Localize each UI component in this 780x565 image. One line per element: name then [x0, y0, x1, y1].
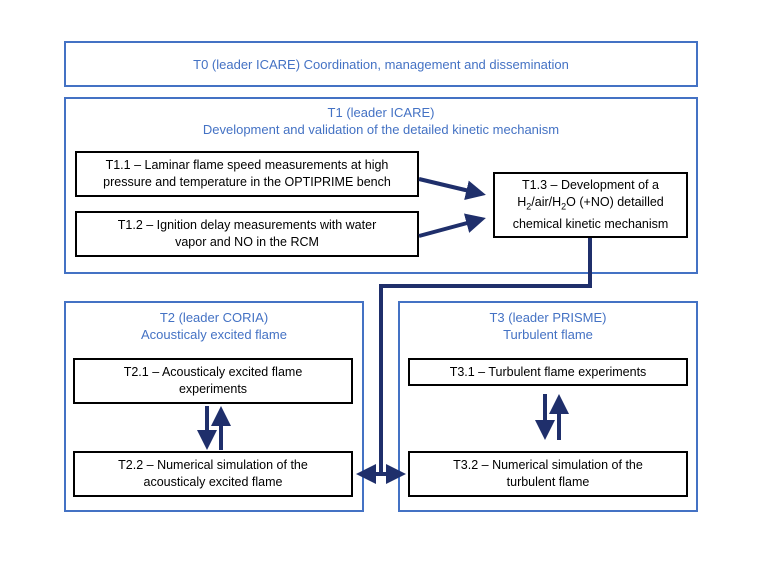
t2-title-line1: T2 (leader CORIA): [159, 310, 269, 325]
t2-1-line1: T2.1 – Acousticaly excited flame: [123, 365, 303, 379]
t2-2-line2: acousticaly excited flame: [143, 475, 283, 489]
t2-2-box: T2.2 – Numerical simulation of the acous…: [73, 451, 353, 497]
t1-1-line2: pressure and temperature in the OPTIPRIM…: [103, 175, 391, 189]
t3-2-box: T3.2 – Numerical simulation of the turbu…: [408, 451, 688, 497]
t2-2-line1: T2.2 – Numerical simulation of the: [118, 458, 308, 472]
t1-2-line1: T1.2 – Ignition delay measurements with …: [117, 218, 377, 232]
t1-3-line1: T1.3 – Development of a: [522, 178, 659, 193]
t0-frame: T0 (leader ICARE) Coordination, manageme…: [64, 41, 698, 87]
t3-2-line1: T3.2 – Numerical simulation of the: [453, 458, 643, 472]
t1-title-line2: Development and validation of the detail…: [202, 122, 560, 137]
t1-2-box: T1.2 – Ignition delay measurements with …: [75, 211, 419, 257]
t1-title-line1: T1 (leader ICARE): [327, 105, 435, 120]
t1-3-line3: chemical kinetic mechanism: [512, 216, 669, 231]
t3-2-line2: turbulent flame: [506, 475, 590, 489]
t1-3-box: T1.3 – Development of a H2/air/H2O (+NO)…: [493, 172, 688, 238]
t1-2-line2: vapor and NO in the RCM: [175, 235, 319, 249]
t2-title-line2: Acousticaly excited flame: [141, 327, 287, 342]
t1-title: T1 (leader ICARE) Development and valida…: [66, 104, 696, 138]
t3-title-line2: Turbulent flame: [503, 327, 593, 342]
t1-3-line2: H2/air/H2O (+NO) detailled: [517, 195, 664, 212]
t2-title: T2 (leader CORIA) Acousticaly excited fl…: [66, 309, 362, 343]
t1-1-line1: T1.1 – Laminar flame speed measurements …: [105, 158, 389, 172]
t1-1-box: T1.1 – Laminar flame speed measurements …: [75, 151, 419, 197]
t0-title: T0 (leader ICARE) Coordination, manageme…: [193, 57, 569, 72]
t3-1-box: T3.1 – Turbulent flame experiments: [408, 358, 688, 386]
t2-1-box: T2.1 – Acousticaly excited flame experim…: [73, 358, 353, 404]
t2-1-line2: experiments: [178, 382, 248, 396]
t3-title: T3 (leader PRISME) Turbulent flame: [400, 309, 696, 343]
t3-1-line1: T3.1 – Turbulent flame experiments: [449, 364, 647, 379]
t3-title-line1: T3 (leader PRISME): [489, 310, 607, 325]
